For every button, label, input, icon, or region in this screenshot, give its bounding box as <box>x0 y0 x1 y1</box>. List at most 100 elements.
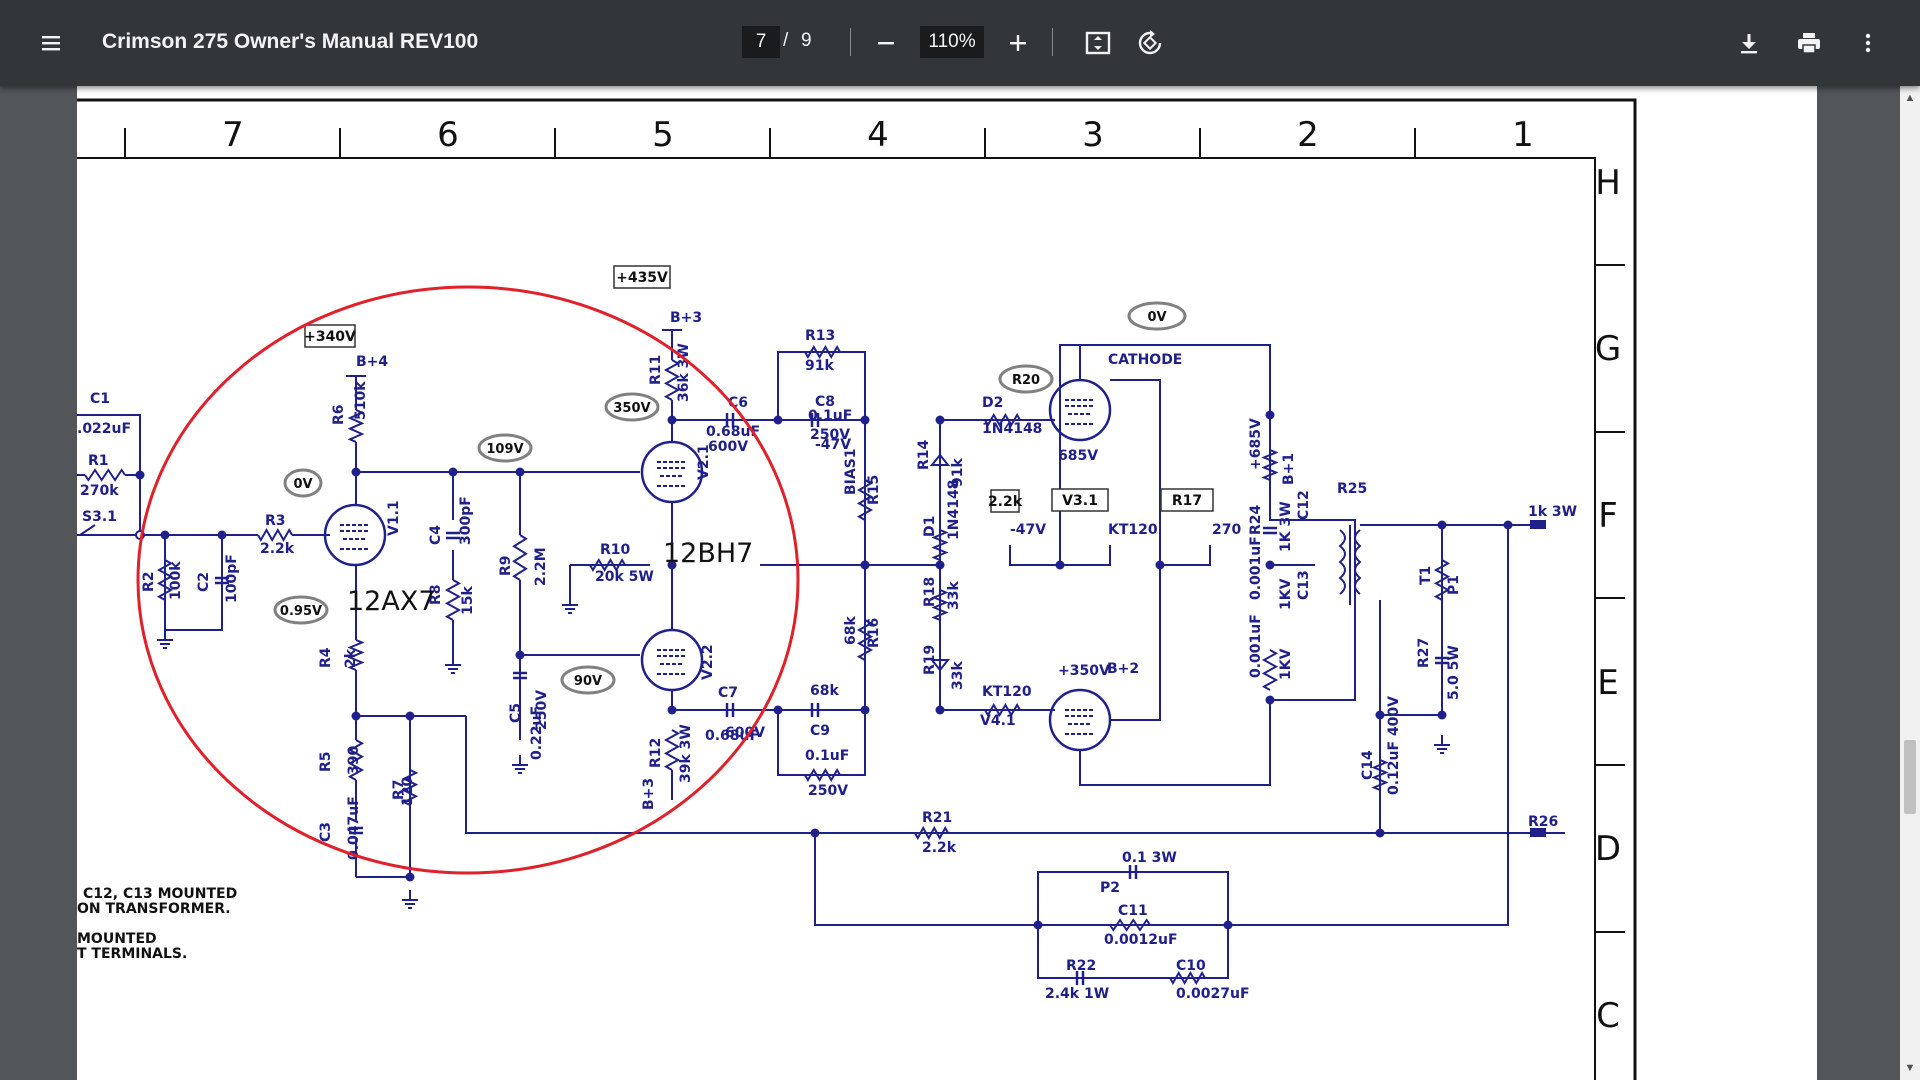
component-label: D1 <box>922 516 938 537</box>
grid-row-label: H <box>1595 163 1621 203</box>
grid-row-label: D <box>1595 829 1621 869</box>
component-label: 120 <box>400 777 416 806</box>
component-label: C2 <box>196 572 212 592</box>
component-label: B+1 <box>1281 453 1297 485</box>
component-label: B+4 <box>356 354 388 370</box>
transformer-symbol <box>1338 529 1362 595</box>
resistor-symbol <box>856 479 874 521</box>
capacitor-symbol <box>725 413 735 427</box>
resistor-symbol <box>347 409 365 443</box>
component-label: 91k <box>950 458 966 487</box>
component-label: +685V <box>1248 418 1264 470</box>
menu-icon[interactable] <box>27 19 75 67</box>
component-label: 270 <box>1212 522 1241 538</box>
voltage-label-oval <box>283 468 323 498</box>
schematic-note: T TERMINALS. <box>77 946 187 962</box>
voltage-label-box <box>1051 488 1109 512</box>
component-label: 0.1uF <box>805 748 849 764</box>
voltage-label-oval <box>477 433 533 463</box>
resistor-symbol <box>804 768 841 782</box>
terminal-p1 <box>1530 520 1546 529</box>
ground-symbol <box>512 755 528 774</box>
scroll-up-icon[interactable]: ▲ <box>1904 92 1916 104</box>
voltage-label: 0V <box>293 477 312 492</box>
resistor-symbol <box>1109 918 1151 932</box>
component-label: B+2 <box>1107 661 1139 677</box>
grid-column-label: 6 <box>437 115 459 155</box>
voltage-label-box <box>1160 488 1214 512</box>
zoom-in-icon[interactable] <box>994 19 1042 67</box>
capacitor-symbol <box>513 671 527 680</box>
print-icon[interactable] <box>1785 19 1833 67</box>
ground-symbol <box>1434 735 1450 754</box>
current-page-input[interactable]: 7 <box>742 26 780 58</box>
more-vert-icon[interactable] <box>1844 19 1892 67</box>
component-label: R18 <box>922 577 938 607</box>
component-label: V4.1 <box>980 713 1016 729</box>
wire <box>1110 565 1161 721</box>
component-label: D2 <box>982 395 1003 411</box>
component-label: R7 <box>391 779 407 800</box>
component-label: V2.1 <box>696 444 712 480</box>
component-label: R22 <box>1066 958 1096 974</box>
download-icon[interactable] <box>1725 19 1773 67</box>
grid-column-label: 2 <box>1297 115 1319 155</box>
annotation-12ax7: 12AX7 <box>347 586 436 617</box>
resistor-symbol <box>856 619 874 661</box>
component-label: -47V <box>815 437 851 453</box>
fit-page-icon[interactable] <box>1074 19 1122 67</box>
resistor-symbol <box>401 769 419 806</box>
voltage-label: V3.1 <box>1062 493 1098 509</box>
resistor-symbol <box>84 468 126 482</box>
rotate-icon[interactable] <box>1126 19 1174 67</box>
ground-symbol <box>445 655 461 674</box>
component-label: +350V <box>1058 663 1110 679</box>
capacitor-symbol <box>1075 971 1085 985</box>
voltage-label-box <box>990 489 1020 513</box>
junction-dot <box>1265 410 1275 420</box>
component-label: P1 <box>1446 575 1462 595</box>
component-label: R11 <box>648 355 664 385</box>
component-label: V1.1 <box>386 500 402 536</box>
wire <box>1060 545 1111 566</box>
resistor-symbol <box>512 534 528 581</box>
page-border <box>77 98 1637 1080</box>
capacitor-symbol <box>1435 656 1449 665</box>
resistor-symbol <box>156 559 174 601</box>
vertical-scrollbar[interactable]: ▲ ▼ <box>1900 86 1920 1080</box>
component-label: 33k <box>950 661 966 690</box>
ground-symbol <box>402 890 418 909</box>
component-label: 2.2M <box>533 547 549 586</box>
component-label: R19 <box>922 645 938 675</box>
scroll-thumb[interactable] <box>1904 740 1916 814</box>
component-label: R27 <box>1416 638 1432 668</box>
component-label: R12 <box>648 738 664 768</box>
component-label: C13 <box>1296 570 1312 600</box>
component-label: 33k <box>946 581 962 610</box>
component-label: R6 <box>331 404 347 425</box>
document-title: Crimson 275 Owner's Manual REV100 <box>102 30 479 53</box>
component-label: 0.001uF <box>1248 536 1264 600</box>
resistor-symbol <box>1433 559 1451 601</box>
component-label: 2.2k <box>922 840 957 856</box>
voltage-label: R20 <box>1012 373 1040 388</box>
component-label: 1k 3W <box>1528 504 1577 520</box>
component-label: -47V <box>1010 522 1046 538</box>
component-label: 100pF <box>224 554 240 603</box>
component-label: 250V <box>534 690 550 730</box>
component-label: 1K 3W <box>1278 501 1294 552</box>
component-label: KT120 <box>982 684 1032 700</box>
component-label: S3.1 <box>82 509 117 525</box>
junction-dot <box>405 872 415 882</box>
voltage-label: 2.2k <box>988 494 1023 510</box>
vacuum-tube-symbol <box>640 628 704 692</box>
capacitor-symbol <box>810 413 820 427</box>
voltage-label-oval <box>560 665 616 695</box>
voltage-label: R17 <box>1172 493 1202 509</box>
zoom-level-input[interactable]: 110% <box>920 26 984 58</box>
scroll-down-icon[interactable]: ▼ <box>1904 1062 1916 1074</box>
tube-grid <box>657 461 687 487</box>
component-label: R26 <box>1528 814 1558 830</box>
zoom-out-icon[interactable] <box>862 19 910 67</box>
